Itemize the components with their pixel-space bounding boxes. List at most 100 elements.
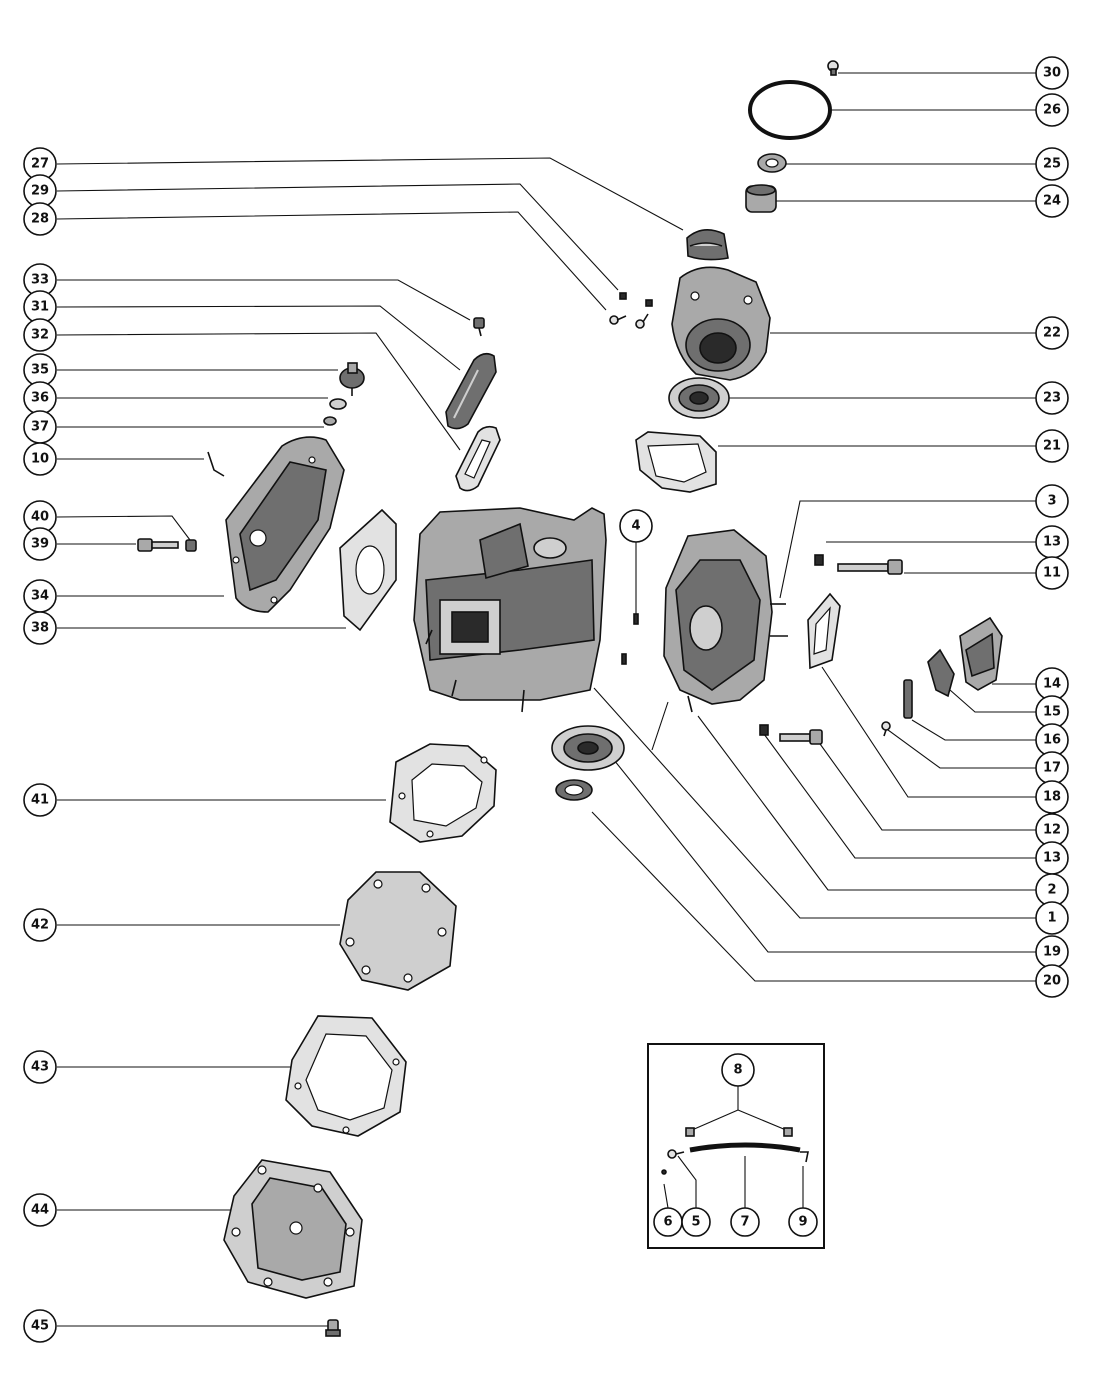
callout-33: 33: [23, 263, 57, 297]
svg-text:17: 17: [1043, 761, 1061, 776]
callout-14: 14: [1035, 667, 1069, 701]
callout-37: 37: [23, 410, 57, 444]
callout-43: 43: [23, 1050, 57, 1084]
reed-plate-31: [445, 352, 497, 430]
callout-40: 40: [23, 500, 57, 534]
crankcase-cover-2: [663, 529, 788, 713]
svg-text:28: 28: [31, 212, 49, 227]
svg-text:7: 7: [740, 1215, 749, 1230]
callout-36: 36: [23, 381, 57, 415]
ball-bearing-19: [551, 725, 625, 771]
svg-text:27: 27: [31, 157, 49, 172]
svg-text:8: 8: [733, 1063, 742, 1078]
plate-42: [339, 871, 457, 991]
callout-19: 19: [1035, 935, 1069, 969]
svg-text:44: 44: [31, 1203, 49, 1218]
callout-27: 27: [23, 147, 57, 181]
svg-text:13: 13: [1043, 535, 1061, 550]
leader-inset-6: [663, 1183, 669, 1209]
nut-37: [323, 416, 337, 426]
svg-text:18: 18: [1043, 790, 1061, 805]
callout-4: 4: [619, 509, 653, 543]
svg-text:15: 15: [1043, 705, 1061, 720]
gasket-41: [389, 743, 497, 843]
callout-41: 41: [23, 783, 57, 817]
svg-text:19: 19: [1043, 945, 1061, 960]
end-cap-housing-22: [671, 266, 771, 381]
callout-38: 38: [23, 611, 57, 645]
reed-stop-16: [903, 679, 913, 719]
screw-17: [881, 721, 891, 737]
leader-17: [887, 729, 1036, 769]
gasket-32: [455, 425, 501, 492]
cylinder-block-1: [413, 507, 607, 713]
seal-25: [757, 153, 787, 173]
svg-text:11: 11: [1043, 566, 1061, 581]
svg-text:14: 14: [1043, 677, 1061, 692]
leader-inset-8c: [737, 1109, 787, 1131]
svg-text:38: 38: [31, 621, 49, 636]
callout-39: 39: [23, 527, 57, 561]
svg-text:33: 33: [31, 273, 49, 288]
callouts: 30 26 25 24 22 23 21 27 29 28 33 31 32 3…: [23, 56, 1069, 1343]
callout-31: 31: [23, 290, 57, 324]
screws-28-29: [609, 292, 653, 329]
callout-44: 44: [23, 1193, 57, 1227]
ball-bearing-23: [668, 377, 730, 419]
gasket-18: [807, 592, 841, 670]
leader-lines: [56, 72, 1036, 1327]
callout-21: 21: [1035, 429, 1069, 463]
leader-16: [911, 719, 1036, 741]
callout-28: 28: [23, 202, 57, 236]
cap-27: [686, 229, 729, 261]
leader-28: [56, 211, 607, 311]
needle-bearing-24: [745, 184, 777, 213]
reed-plate-15: [927, 648, 955, 698]
svg-text:45: 45: [31, 1319, 49, 1334]
svg-text:39: 39: [31, 537, 49, 552]
callout-25: 25: [1035, 147, 1069, 181]
leader-33: [57, 279, 471, 321]
svg-text:42: 42: [31, 918, 49, 933]
svg-text:25: 25: [1043, 157, 1061, 172]
leader-3: [779, 500, 1036, 599]
svg-text:35: 35: [31, 363, 49, 378]
leader-1: [593, 687, 1036, 919]
nut-13-top: [814, 554, 824, 566]
svg-text:24: 24: [1043, 194, 1061, 209]
screw-33: [473, 317, 485, 337]
leader-2: [697, 715, 1036, 891]
gasket-38: [339, 508, 397, 632]
leader-12: [809, 729, 1036, 831]
leader-27: [56, 157, 684, 231]
screw-30: [827, 60, 839, 76]
cover-plate-44: [223, 1159, 363, 1299]
callout-22: 22: [1035, 316, 1069, 350]
callout-32: 32: [23, 318, 57, 352]
o-ring-26: [748, 80, 832, 140]
callout-29: 29: [23, 174, 57, 208]
svg-text:21: 21: [1043, 439, 1061, 454]
callout-17: 17: [1035, 751, 1069, 785]
svg-text:5: 5: [691, 1215, 700, 1230]
callout-10: 10: [23, 442, 57, 476]
callout-11: 11: [1035, 556, 1069, 590]
bolt-12: [779, 729, 823, 745]
svg-text:6: 6: [663, 1215, 672, 1230]
svg-text:1: 1: [1047, 911, 1056, 926]
inset-box: [647, 1043, 825, 1249]
leader-18: [821, 666, 1036, 798]
bolt-39: [137, 538, 179, 552]
svg-text:9: 9: [798, 1215, 807, 1230]
callout-20: 20: [1035, 964, 1069, 998]
callout-26: 26: [1035, 93, 1069, 127]
callout-1: 1: [1035, 901, 1069, 935]
leader-31: [56, 305, 461, 371]
leader-40: [56, 515, 191, 541]
svg-text:12: 12: [1043, 823, 1061, 838]
svg-text:29: 29: [31, 184, 49, 199]
callout-16: 16: [1035, 723, 1069, 757]
leader-19: [605, 749, 1036, 953]
svg-text:43: 43: [31, 1060, 49, 1075]
